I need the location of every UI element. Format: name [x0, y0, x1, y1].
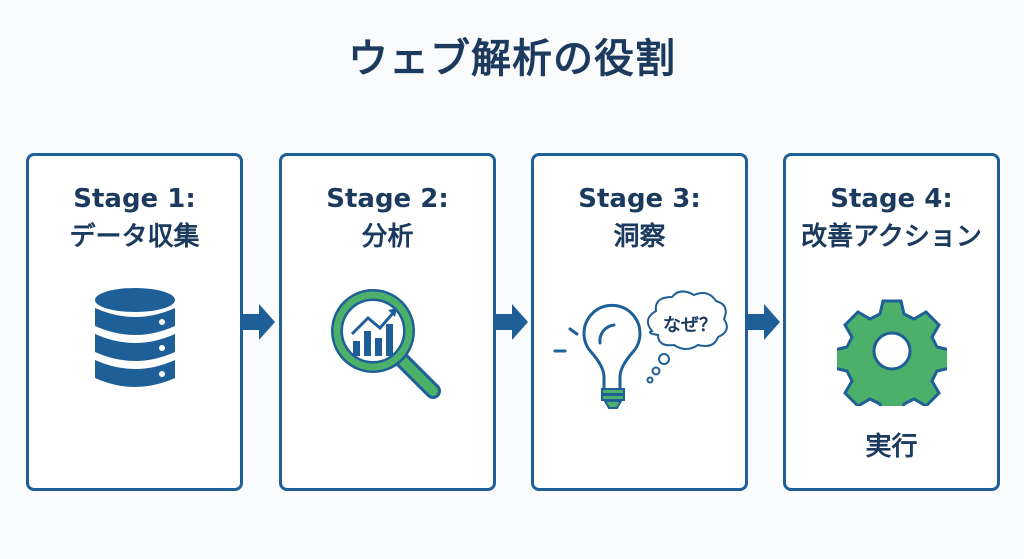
stage-name: データ収集 [69, 222, 200, 252]
arrow-right-icon [494, 304, 528, 340]
stage-3-card: Stage 3: 洞察 なぜ？ [531, 153, 748, 491]
arrow-right-icon [241, 304, 275, 340]
action-caption: 実行 [865, 432, 918, 462]
arrow-right-icon [746, 304, 780, 340]
stage-name: 洞察 [613, 222, 666, 252]
stage-2-card: Stage 2: 分析 [279, 153, 496, 491]
lightbulb-icon: なぜ？ [534, 261, 745, 409]
stage-label: Stage 3: [578, 184, 701, 214]
database-icon [29, 286, 240, 416]
magnifier-chart-icon [282, 286, 493, 416]
page-title: ウェブ解析の役割 [348, 36, 676, 82]
stage-1-card: Stage 1: データ収集 [26, 153, 243, 491]
stage-name: 分析 [361, 222, 414, 252]
stage-label: Stage 1: [73, 184, 196, 214]
stage-name: 改善アクション [801, 222, 982, 252]
thought-bubble-text: なぜ？ [663, 315, 717, 336]
stage-label: Stage 4: [830, 184, 953, 214]
gear-icon [786, 296, 997, 426]
stage-4-card: Stage 4: 改善アクション 実行 [783, 153, 1000, 491]
stage-label: Stage 2: [326, 184, 449, 214]
